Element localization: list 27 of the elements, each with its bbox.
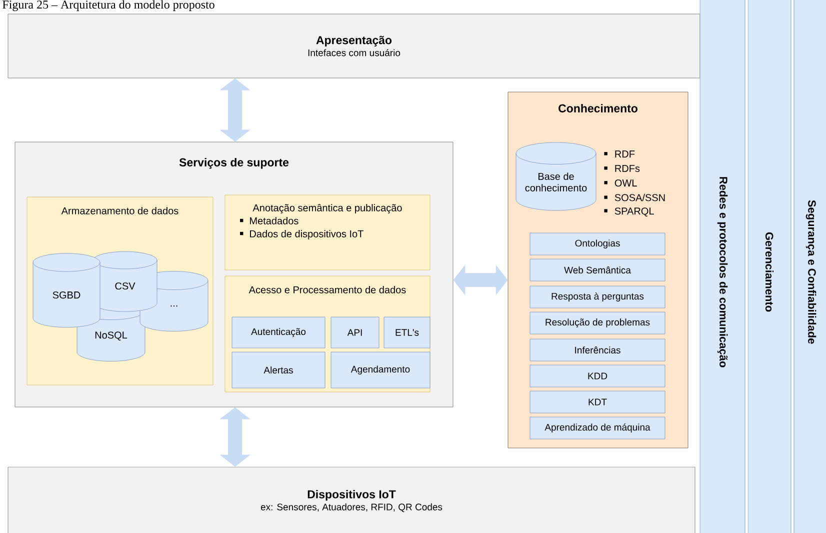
item-box: Resolução de problemas [530, 312, 666, 334]
item-box: Web Semântica [530, 258, 666, 282]
database-cylinder: SGBD [32, 253, 100, 328]
item-box: Alertas [232, 352, 326, 388]
vertical-band: Segurança e Confiabilidade [794, 0, 826, 533]
bullet-item: SOSA/SSN [604, 194, 665, 202]
item-box: KDT [530, 390, 666, 414]
layer-box: Apresentação Intefaces com usuário [8, 14, 700, 78]
layer-box: Dispositivos IoT ex: Sensores, Atuadores, RFID, QR Codes [8, 466, 696, 533]
bullet-item: SPARQL [604, 208, 654, 216]
bullet-item: RDF [604, 150, 635, 158]
vertical-band: Redes e protocolos de comunicação [700, 0, 746, 533]
bullet-item: OWL [604, 179, 637, 187]
bullet-item: RDFs [604, 165, 640, 172]
item-box: Ontologias [530, 232, 666, 256]
item-box: KDD [530, 364, 666, 388]
item-box: API [330, 316, 380, 348]
item-box: Inferências [530, 338, 666, 362]
database-cylinder: Base de conhecimento [516, 142, 596, 211]
item-box: Autenticação [232, 316, 326, 348]
bullet-box: Anotação semântica e publicação Metadados Dados de dispositivos IoT [224, 194, 430, 270]
item-box: Aprendizado de máquina [530, 416, 666, 440]
item-box: Resposta à perguntas [530, 286, 666, 308]
item-box: ETL's [384, 316, 430, 348]
figure-title: Figura 25 – Arquitetura do modelo proposto [2, 0, 214, 12]
item-box: Agendamento [330, 352, 430, 388]
vertical-band: Gerenciamento [748, 0, 792, 533]
